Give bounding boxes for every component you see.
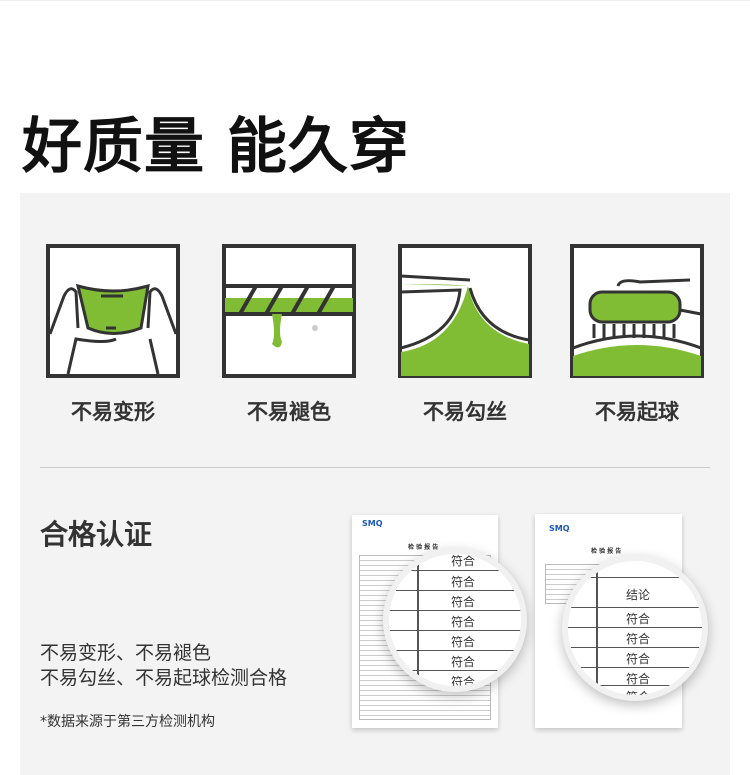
magnified-cell: 符合 <box>451 554 476 568</box>
brush-pilling-icon <box>570 244 704 378</box>
report-title: 检 验 报 告 <box>408 544 439 551</box>
magnified-cell: 符合 <box>626 652 651 666</box>
certification-heading: 合格认证 <box>40 518 153 551</box>
magnified-cell: 符合 <box>451 655 476 669</box>
page-title: 好质量 能久穿 <box>22 112 410 182</box>
fabric-dye-icon <box>222 244 356 378</box>
magnified-cell: 符合 <box>451 675 476 689</box>
magnified-cell: 符合 <box>451 595 476 609</box>
report-logo: SMQ <box>549 524 570 533</box>
certification-line: 不易变形、不易褪色 <box>40 642 212 664</box>
feature-label: 不易勾丝 <box>423 400 507 424</box>
feature-label: 不易起球 <box>595 400 679 424</box>
fabric-snag-icon <box>398 244 532 378</box>
top-divider <box>0 0 750 1</box>
magnified-cell: 结论 <box>626 588 651 602</box>
magnified-cell: 符合 <box>626 612 651 626</box>
magnifier-2: 结论 符合 符合 符合 符合 符合 <box>562 555 708 701</box>
report-title: 检 验 报 告 <box>591 548 622 555</box>
briefs-stretch-icon <box>46 244 180 378</box>
magnifier-1: 符合 符合 符合 符合 符合 符合 符合 <box>383 548 527 692</box>
magnified-cell: 符合 <box>626 672 651 686</box>
feature-label: 不易褪色 <box>247 400 331 424</box>
feature-label: 不易变形 <box>71 400 155 424</box>
magnified-cell: 符合 <box>626 632 651 646</box>
magnified-cell: 符合 <box>451 635 476 649</box>
report-logo: SMQ <box>362 519 383 528</box>
source-note: *数据来源于第三方检测机构 <box>40 714 215 730</box>
magnified-cell: 符合 <box>451 575 476 589</box>
magnified-cell: 符合 <box>626 690 651 701</box>
certification-line: 不易勾丝、不易起球检测合格 <box>40 667 288 689</box>
magnified-cell: 符合 <box>451 615 476 629</box>
section-divider <box>40 467 710 468</box>
